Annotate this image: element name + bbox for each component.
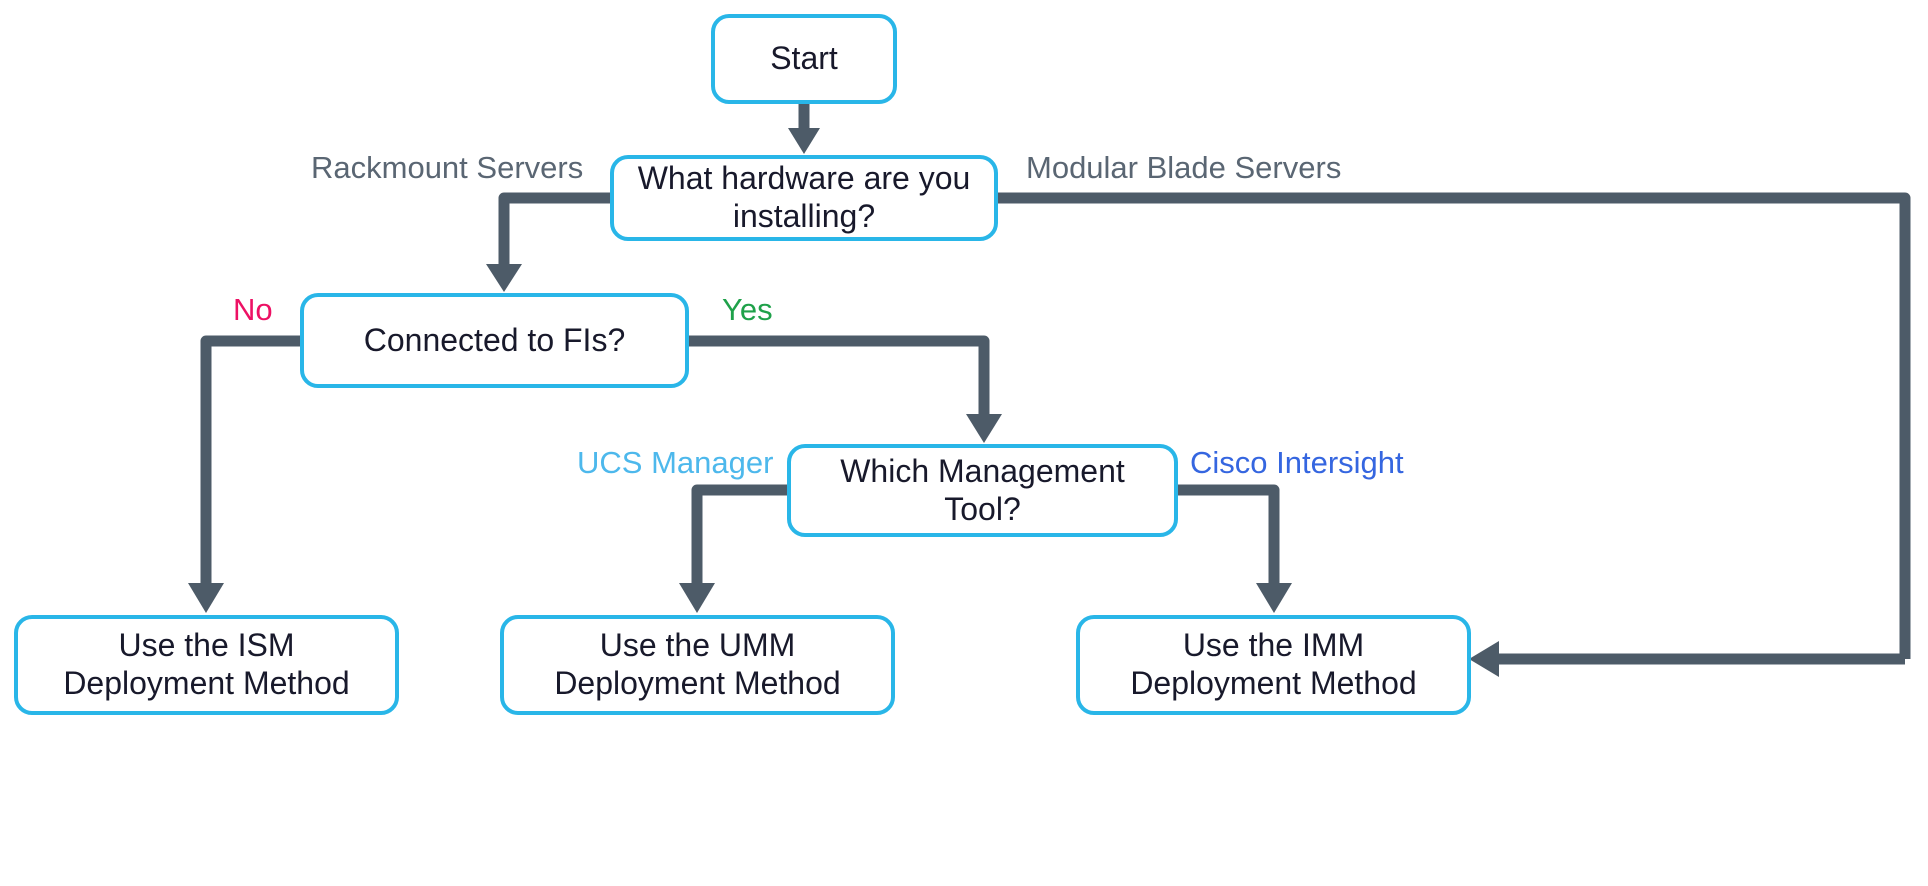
node-connected-to-fis[interactable]: Connected to FIs? bbox=[300, 293, 689, 388]
connector-mgmt-to-imm bbox=[1178, 484, 1292, 613]
node-connected-to-fis-label: Connected to FIs? bbox=[363, 321, 626, 358]
node-use-imm[interactable]: Use the IMM Deployment Method bbox=[1076, 615, 1471, 715]
connector-fis-to-ism bbox=[188, 335, 300, 613]
node-what-hardware[interactable]: What hardware are you installing? bbox=[610, 155, 998, 241]
node-use-imm-label: Use the IMM Deployment Method bbox=[1130, 627, 1417, 701]
node-use-ism-label: Use the ISM Deployment Method bbox=[63, 627, 350, 701]
connector-mgmt-to-umm bbox=[679, 484, 787, 613]
edge-label-cisco-intersight: Cisco Intersight bbox=[1190, 445, 1404, 480]
node-which-management-tool-label: Which Management Tool? bbox=[840, 452, 1125, 527]
edge-label-modular-blade-servers: Modular Blade Servers bbox=[1026, 150, 1342, 185]
edge-label-rackmount-servers: Rackmount Servers bbox=[311, 150, 584, 185]
node-what-hardware-label: What hardware are you installing? bbox=[637, 160, 971, 234]
edge-label-no: No bbox=[233, 292, 273, 327]
node-use-umm-label: Use the UMM Deployment Method bbox=[554, 627, 841, 701]
edge-label-yes: Yes bbox=[722, 292, 773, 327]
node-start[interactable]: Start bbox=[711, 14, 897, 104]
node-use-umm[interactable]: Use the UMM Deployment Method bbox=[500, 615, 895, 715]
node-which-management-tool[interactable]: Which Management Tool? bbox=[787, 444, 1178, 537]
node-start-label: Start bbox=[770, 40, 838, 77]
connector-fis-to-mgmt bbox=[689, 335, 1002, 443]
node-use-ism[interactable]: Use the ISM Deployment Method bbox=[14, 615, 399, 715]
edge-label-ucs-manager: UCS Manager bbox=[577, 445, 774, 480]
connector-hardware-to-fis bbox=[486, 192, 610, 292]
connector-hardware-to-imm bbox=[998, 192, 1911, 677]
connector-start-to-hardware bbox=[788, 104, 820, 154]
